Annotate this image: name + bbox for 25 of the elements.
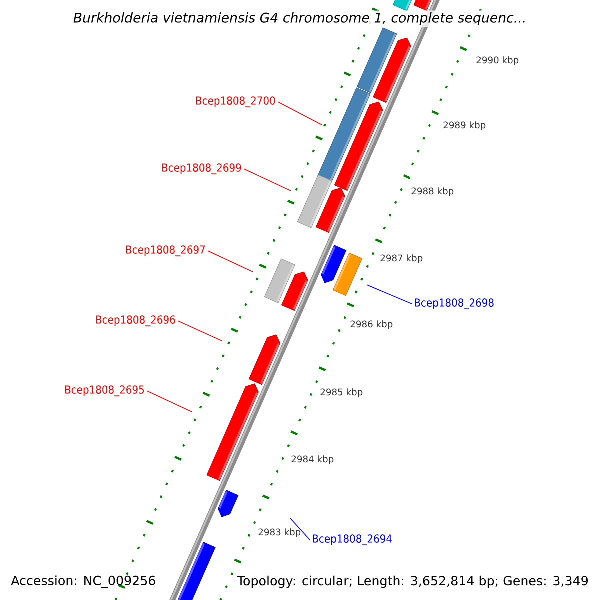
tick-label: 2989 kbp [444, 122, 486, 130]
tick-label: 2988 kbp [412, 188, 454, 196]
topology-text: Topology: circular; Length: 3,652,814 bp; Genes: 3,349 [237, 576, 588, 588]
gene-label: Bcep1808_2700 [196, 96, 276, 108]
leader-line [208, 250, 254, 272]
tick-label: 2983 kbp [258, 528, 301, 538]
tick-label: 2987 kbp [380, 254, 423, 264]
tick-label: 2986 kbp [350, 320, 393, 330]
gene-label: Bcep1808_2697 [126, 246, 206, 256]
gene-label: Bcep1808_2695 [65, 386, 144, 396]
gene-label: Bcep1808_2699 [162, 164, 242, 174]
leader-line [290, 518, 310, 540]
tick-label: 2984 kbp [292, 456, 334, 464]
gene-label: Bcep1808_2694 [313, 534, 392, 546]
gene-label: Bcep1808_2696 [96, 316, 176, 326]
tick-label: 2985 kbp [320, 388, 363, 398]
tick-label: 2990 kbp [476, 56, 519, 66]
leader-line [178, 320, 222, 342]
leader-line [146, 390, 192, 412]
title: Burkholderia vietnamiensis G4 chromosome 1, complete sequenc... [72, 10, 528, 28]
gene-label: Bcep1808_2698 [415, 298, 494, 310]
leader-line [366, 284, 412, 304]
leader-line [278, 102, 322, 126]
leader-line [244, 168, 292, 192]
accession-text: Accession: NC_009256 [11, 576, 156, 588]
